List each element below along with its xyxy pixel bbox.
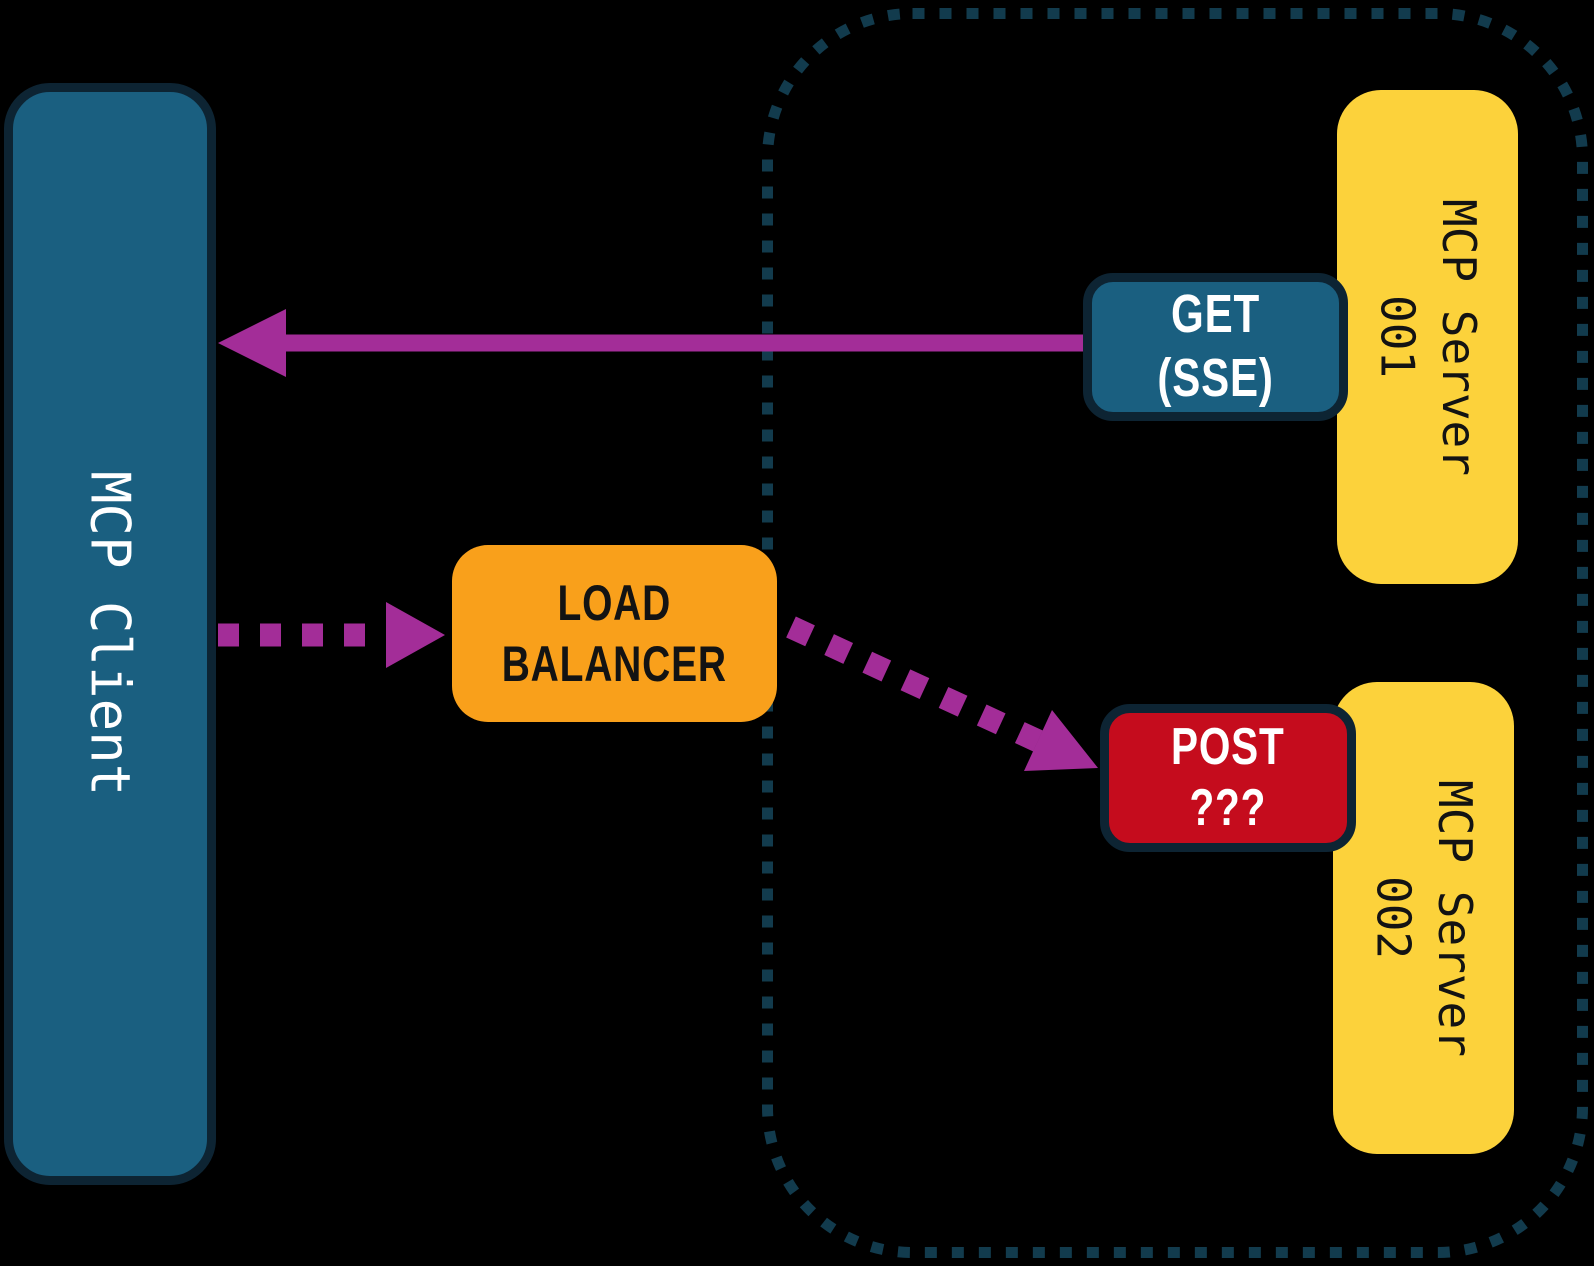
mcp-server-001-label: MCP Server 001	[1366, 199, 1489, 476]
arrow-lb-to-post-shaft	[786, 616, 1043, 752]
arrow-lb-to-post-head	[1024, 710, 1098, 771]
arrow-client-to-lb	[218, 602, 445, 668]
post-unknown-label-line1: POST	[1171, 717, 1285, 776]
post-unknown-label: POST ???	[1171, 717, 1285, 840]
mcp-server-002-label-line2: 002	[1366, 876, 1421, 960]
post-unknown-label-line2: ???	[1189, 779, 1267, 837]
load-balancer-label-line1: LOAD	[557, 574, 672, 631]
post-unknown-node: POST ???	[1100, 704, 1356, 852]
mcp-server-002-node: MCP Server 002	[1333, 682, 1514, 1154]
load-balancer-label: LOAD BALANCER	[502, 573, 727, 695]
mcp-server-002-label: MCP Server 002	[1362, 780, 1485, 1057]
mcp-client-label: MCP Client	[78, 471, 142, 797]
mcp-client-node: MCP Client	[4, 83, 216, 1185]
load-balancer-label-line2: BALANCER	[501, 635, 728, 692]
arrow-sse-to-client-head	[218, 309, 286, 377]
get-sse-label-line1: GET	[1171, 284, 1260, 345]
get-sse-node: GET (SSE)	[1083, 273, 1348, 421]
get-sse-label: GET (SSE)	[1157, 283, 1273, 410]
arrow-lb-to-post	[786, 616, 1098, 771]
load-balancer-node: LOAD BALANCER	[452, 545, 777, 722]
get-sse-label-line2: (SSE)	[1157, 348, 1274, 408]
mcp-server-001-node: MCP Server 001	[1337, 90, 1518, 584]
mcp-server-001-label-line2: 001	[1370, 295, 1425, 379]
arrow-client-to-lb-head	[386, 602, 445, 668]
mcp-server-002-label-line1: MCP Server	[1428, 779, 1483, 1057]
arrow-sse-to-client	[218, 309, 1085, 377]
mcp-server-001-label-line1: MCP Server	[1432, 198, 1487, 476]
